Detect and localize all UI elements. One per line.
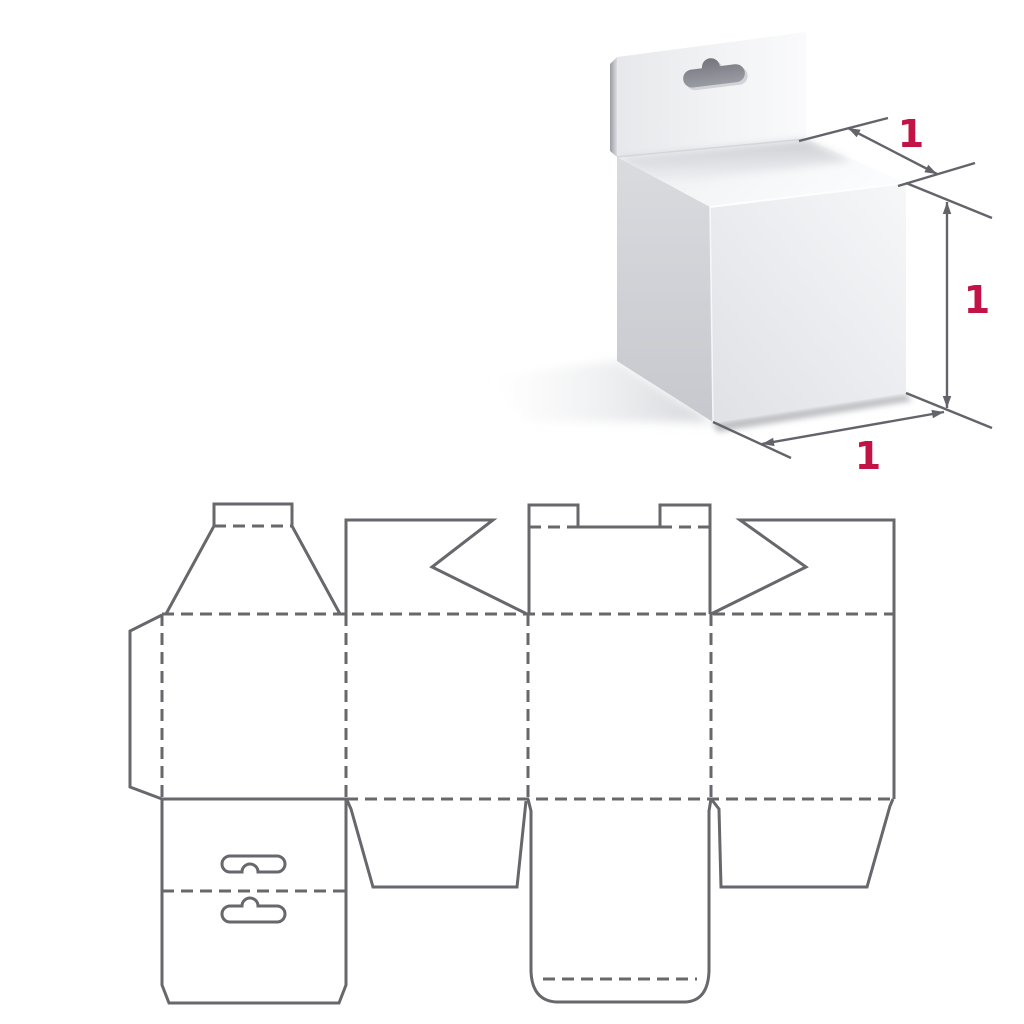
box-front-face [710,183,906,422]
box-left-face [617,157,713,422]
hang-tab-fold-edge [610,57,617,157]
cut-line-euro-slot-upper [220,854,287,874]
arrowhead [942,202,952,214]
cut-line-euro-slot-lower [220,896,287,924]
extension-line [712,420,792,460]
cut-line-hang-panel [160,799,348,1005]
arrowhead [931,409,944,419]
dimension-line [847,126,938,176]
arrowhead [762,437,775,447]
arrowhead [924,164,937,174]
extension-line [905,181,993,220]
contact-shadow [712,394,912,432]
tab-shadow-on-top [619,140,852,185]
dimension-annotations: 1 1 1 [712,112,993,478]
floor-shadow [488,361,713,422]
cut-line-dust-flap-bottom-right [710,798,895,889]
arrowhead [848,128,861,138]
cut-line-lid-flap [164,502,342,615]
euro-slot [683,58,745,88]
top-front-crease [709,182,907,208]
dimension-line [761,410,945,446]
cut-line-glue-flap [128,613,163,801]
dieline-drawing [128,502,896,1005]
back-fold-edge [616,138,807,158]
dimension-label: 1 [855,434,881,478]
box-3d-render [488,32,912,432]
cut-line-dust-flap-bottom-left [345,799,528,889]
extension-line [798,116,889,143]
extension-line [905,391,993,430]
cut-line-dust-flap-top-left [344,518,528,616]
dimension-label: 1 [964,278,990,322]
cut-line-lock-flap [527,503,712,614]
hang-tab [617,32,806,157]
cut-line-dust-flap-top-right [710,518,896,616]
cut-line-tuck-flap [526,798,713,1004]
dimension-label: 1 [898,112,924,156]
arrowhead [942,396,952,408]
left-front-edge [709,206,714,423]
